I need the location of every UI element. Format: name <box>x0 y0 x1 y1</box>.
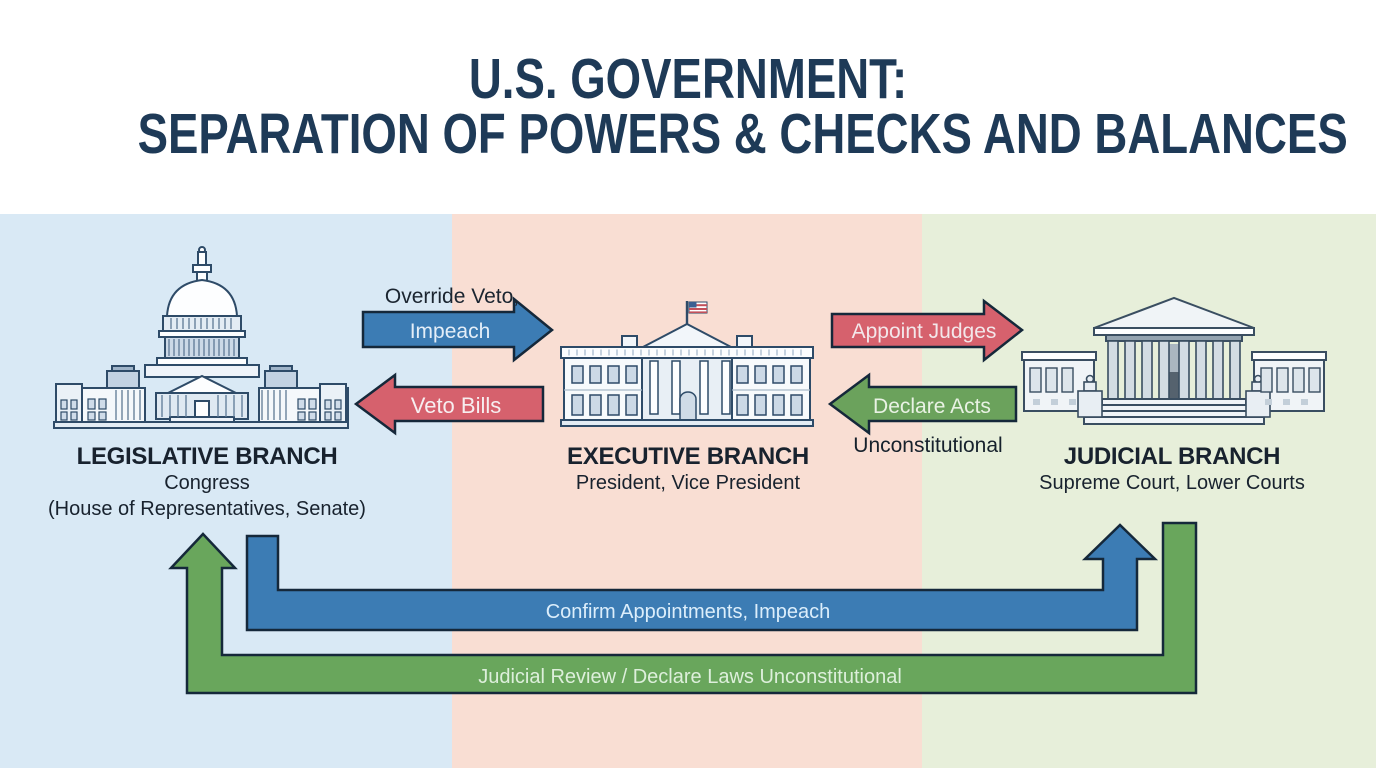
judicial-branch-name: JUDICIAL BRANCH <box>1063 443 1281 470</box>
arrow-veto-bills <box>353 372 545 436</box>
supreme-court-icon <box>1021 296 1327 425</box>
arrow-override-veto-impeach <box>361 296 554 363</box>
label-confirm-appointments-impeach: Confirm Appointments, Impeach <box>546 601 831 623</box>
label-judicial-review: Judicial Review / Declare Laws Unconstit… <box>478 666 902 688</box>
title-line-1: U.S. GOVERNMENT: <box>468 47 908 111</box>
arrow-judicial-review <box>168 521 1198 695</box>
capitol-building-icon <box>53 246 349 429</box>
label-declare-acts: Declare Acts <box>873 395 991 418</box>
executive-branch-name: EXECUTIVE BRANCH <box>567 443 809 470</box>
us-flag-icon <box>685 301 708 326</box>
label-override-veto: Override Veto, <box>385 285 519 308</box>
white-house-icon <box>560 301 814 427</box>
legislative-branch-members: Congress <box>164 472 250 494</box>
executive-branch-members: President, Vice President <box>575 472 801 494</box>
arrow-appoint-judges <box>830 298 1025 363</box>
label-unconstitutional: Unconstitutional <box>853 434 1002 457</box>
arrow-declare-acts <box>827 372 1018 436</box>
page-title: U.S. GOVERNMENT: SEPARATION OF POWERS & … <box>0 47 1376 166</box>
title-line-2: SEPARATION OF POWERS & CHECKS AND BALANC… <box>137 102 1348 166</box>
legislative-branch-labels: LEGISLATIVE BRANCH Congress (House of Re… <box>7 443 407 522</box>
judicial-branch-members: Supreme Court, Lower Courts <box>1039 472 1305 494</box>
judicial-branch-labels: JUDICIAL BRANCH Supreme Court, Lower Cou… <box>972 443 1372 496</box>
label-veto-bills: Veto Bills <box>411 393 502 418</box>
legislative-branch-name: LEGISLATIVE BRANCH <box>76 443 338 470</box>
arrow-confirm-appointments-impeach <box>245 523 1159 632</box>
executive-branch-labels: EXECUTIVE BRANCH President, Vice Preside… <box>488 443 888 496</box>
legislative-branch-members-detail: (House of Representatives, Senate) <box>48 498 366 520</box>
label-appoint-judges: Appoint Judges <box>852 320 997 343</box>
label-impeach: Impeach <box>410 320 491 343</box>
